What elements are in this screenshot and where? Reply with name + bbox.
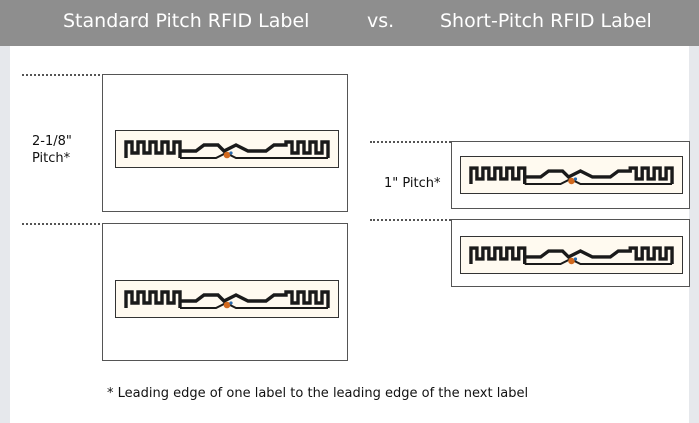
standard-pitch-line-2: Pitch* <box>32 151 71 166</box>
short-pitch-label: 1" Pitch* <box>384 176 441 191</box>
rfid-inlay-2 <box>115 280 339 318</box>
standard-pitch-title: Standard Pitch RFID Label <box>63 10 310 32</box>
footnote: * Leading edge of one label to the leadi… <box>107 386 529 401</box>
header-bar: Standard Pitch RFID Label vs. Short-Pitc… <box>0 0 699 46</box>
standard-label-2 <box>102 223 348 361</box>
short-leading-edge-marker-1 <box>370 141 454 143</box>
standard-label-1 <box>102 74 348 212</box>
right-border <box>689 46 699 423</box>
antenna-icon <box>469 166 674 185</box>
standard-pitch-label: 2-1/8" Pitch* <box>32 133 72 167</box>
antenna-icon <box>469 246 674 265</box>
rfid-inlay-3 <box>460 156 683 194</box>
rfid-inlay-4 <box>460 236 683 274</box>
short-label-2 <box>451 219 690 287</box>
standard-leading-edge-marker-1 <box>22 74 104 76</box>
standard-pitch-line-1: 2-1/8" <box>32 134 72 149</box>
vs-label: vs. <box>367 10 395 32</box>
standard-leading-edge-marker-2 <box>22 223 104 225</box>
short-label-1 <box>451 141 690 209</box>
rfid-inlay-1 <box>115 130 339 168</box>
left-border <box>0 46 10 423</box>
antenna-icon <box>124 290 330 309</box>
short-pitch-title: Short-Pitch RFID Label <box>440 10 652 32</box>
antenna-icon <box>124 140 330 159</box>
short-leading-edge-marker-2 <box>370 219 454 221</box>
